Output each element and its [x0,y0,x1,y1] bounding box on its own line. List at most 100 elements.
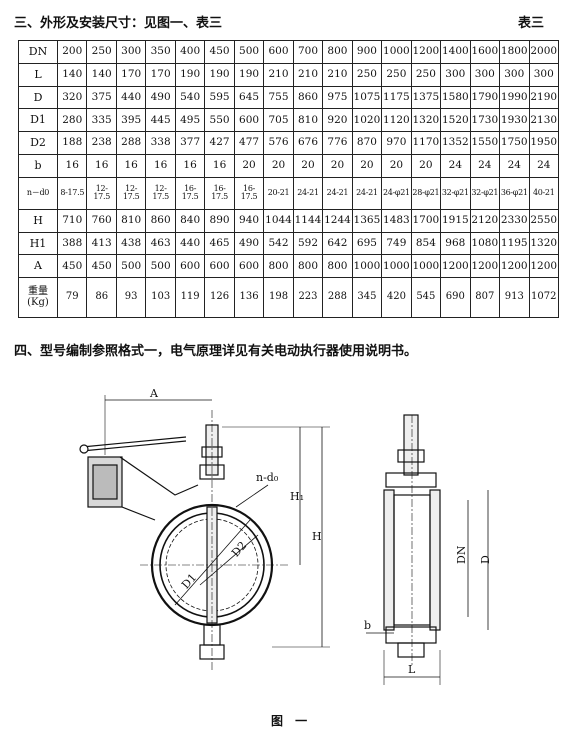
figure-caption: 图 一 [271,714,312,728]
table-cell: 250 [410,62,442,87]
row-label: H1 [18,231,58,256]
table-cell: 840 [174,208,206,233]
table-cell: 24-φ21 [381,176,412,210]
table-cell: 20 [410,153,442,178]
table-cell: 1580 [440,85,471,110]
table-cell: 2000 [528,40,559,64]
table-cell: 24 [469,153,501,178]
row-label: b [18,153,58,178]
table-cell: 395 [115,108,147,132]
label-d1: D1 [179,571,199,591]
table-cell: 140 [56,62,88,87]
table-cell: 595 [204,85,235,110]
table-cell: 463 [145,231,176,256]
table-cell: 755 [263,85,294,110]
table-cell: 16 [56,153,88,178]
table-cell: 388 [56,231,88,256]
table-cell: 12-17.5 [115,176,147,210]
table-cell: 250 [86,40,117,64]
row-label: D2 [18,131,58,155]
table-cell: 490 [145,85,176,110]
table-cell: 540 [174,85,206,110]
table-cell: 136 [233,277,265,318]
table-cell: 24-21 [322,176,353,210]
table-cell: 900 [351,40,383,64]
table-cell: 79 [56,277,88,318]
table-cell: 800 [292,254,324,278]
table-cell: 335 [86,108,117,132]
table-cell: 890 [204,208,235,233]
side-top-flange [385,472,437,488]
table-cell: 20-21 [263,176,294,210]
table-cell: 375 [86,85,117,110]
table-cell: 427 [204,131,235,155]
actuator-gearbox [92,464,118,500]
table-cell: 20 [292,153,324,178]
table-cell: 28-φ21 [410,176,442,210]
table-cell: 198 [263,277,294,318]
row-label: D [18,85,58,110]
table-cell: 913 [499,277,530,318]
table-cell: 24 [528,153,559,178]
label-b: b [364,619,371,632]
table-cell: 600 [204,254,235,278]
table-cell: 1352 [440,131,471,155]
table-cell: 170 [145,62,176,87]
table-cell: 300 [469,62,501,87]
table-cell: 12-17.5 [145,176,176,210]
table-cell: 920 [322,108,353,132]
table-cell: 16 [115,153,147,178]
table-cell: 710 [56,208,88,233]
table-cell: 1365 [351,208,383,233]
table-cell: 1800 [499,40,530,64]
table-cell: 400 [174,40,206,64]
table-cell: 1600 [469,40,501,64]
table-cell: 1915 [440,208,471,233]
table-cell: 800 [322,254,353,278]
table-cell: 350 [145,40,176,64]
table-cell: 119 [174,277,206,318]
table-cell: 140 [86,62,117,87]
table-cell: 450 [56,254,88,278]
table-cell: 440 [115,85,147,110]
table-cell: 170 [115,62,147,87]
row-label: n－d0 [18,176,58,210]
table-cell: 550 [204,108,235,132]
table-cell: 860 [292,85,324,110]
table-cell: 20 [263,153,294,178]
table-cell: 20 [233,153,265,178]
table-cell: 760 [86,208,117,233]
table-cell: 1000 [410,254,442,278]
table-cell: 776 [322,131,353,155]
table-cell: 188 [56,131,88,155]
row-label: D1 [18,108,58,132]
table-cell: 1175 [381,85,412,110]
table-cell: 975 [322,85,353,110]
table-cell: 1375 [410,85,442,110]
table-cell: 1520 [440,108,471,132]
table-cell: 1000 [351,254,383,278]
table-cell: 542 [263,231,294,256]
support-bracket [119,456,199,496]
table-cell: 1020 [351,108,383,132]
table-cell: 1930 [499,108,530,132]
table-cell: 103 [145,277,176,318]
table-cell: 1075 [351,85,383,110]
table-cell: 223 [292,277,324,318]
table-cell: 445 [145,108,176,132]
table-cell: 1750 [499,131,530,155]
d1-leader [174,519,251,606]
row-label: DN [18,40,58,64]
table-cell: 32-φ21 [469,176,501,210]
table-cell: 1550 [469,131,501,155]
table-cell: 810 [115,208,147,233]
table-cell: 1200 [440,254,471,278]
table-cell: 854 [410,231,442,256]
table-cell: 1144 [292,208,324,233]
table-cell: 32-φ21 [440,176,471,210]
